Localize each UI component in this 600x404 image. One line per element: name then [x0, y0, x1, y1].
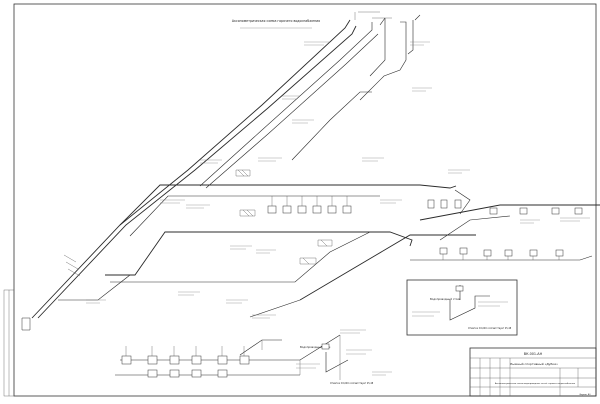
fixture-row-right: [439, 247, 564, 260]
top-caption: Аксонометрическая схема горячего водосна…: [232, 19, 320, 23]
bottom-note: Отметка ±0,000 соответствует 25,48: [330, 382, 374, 385]
title-block-designation: ВК.001-АН: [524, 352, 543, 356]
title-block: ВК.001-АН Лыжный спортивный «Дубки» Аксо…: [469, 347, 597, 397]
leader-labels: [86, 41, 590, 376]
right-detail-note: Отметка ±0,000 соответствует 25,48: [468, 327, 512, 330]
central-pipe-loop: [58, 184, 600, 318]
bottom-detail: Водопроводный стояк Отметка ±0,000 соотв…: [296, 343, 374, 385]
sheet-border: [13, 3, 597, 397]
hatched-equipment: [21, 169, 333, 331]
fixture-row-upper: [267, 196, 583, 215]
right-detail-inset: Водопроводный стояк Отметка ±0,000 соотв…: [406, 279, 518, 336]
title-block-object-name: Лыжный спортивный «Дубки»: [510, 362, 558, 366]
fixture-row-bottom: [121, 346, 250, 378]
upper-trunk-pipes: [31, 11, 421, 319]
lower-branch-pipes: [115, 334, 341, 380]
mid-caption: Водопроводный стояк: [300, 345, 331, 349]
right-detail-caption: Водопроводный стояк: [430, 297, 461, 301]
title-block-format: Формат А1: [579, 393, 591, 396]
title-block-sheet-name: Аксонометрическая схема водопроводных се…: [495, 382, 576, 385]
